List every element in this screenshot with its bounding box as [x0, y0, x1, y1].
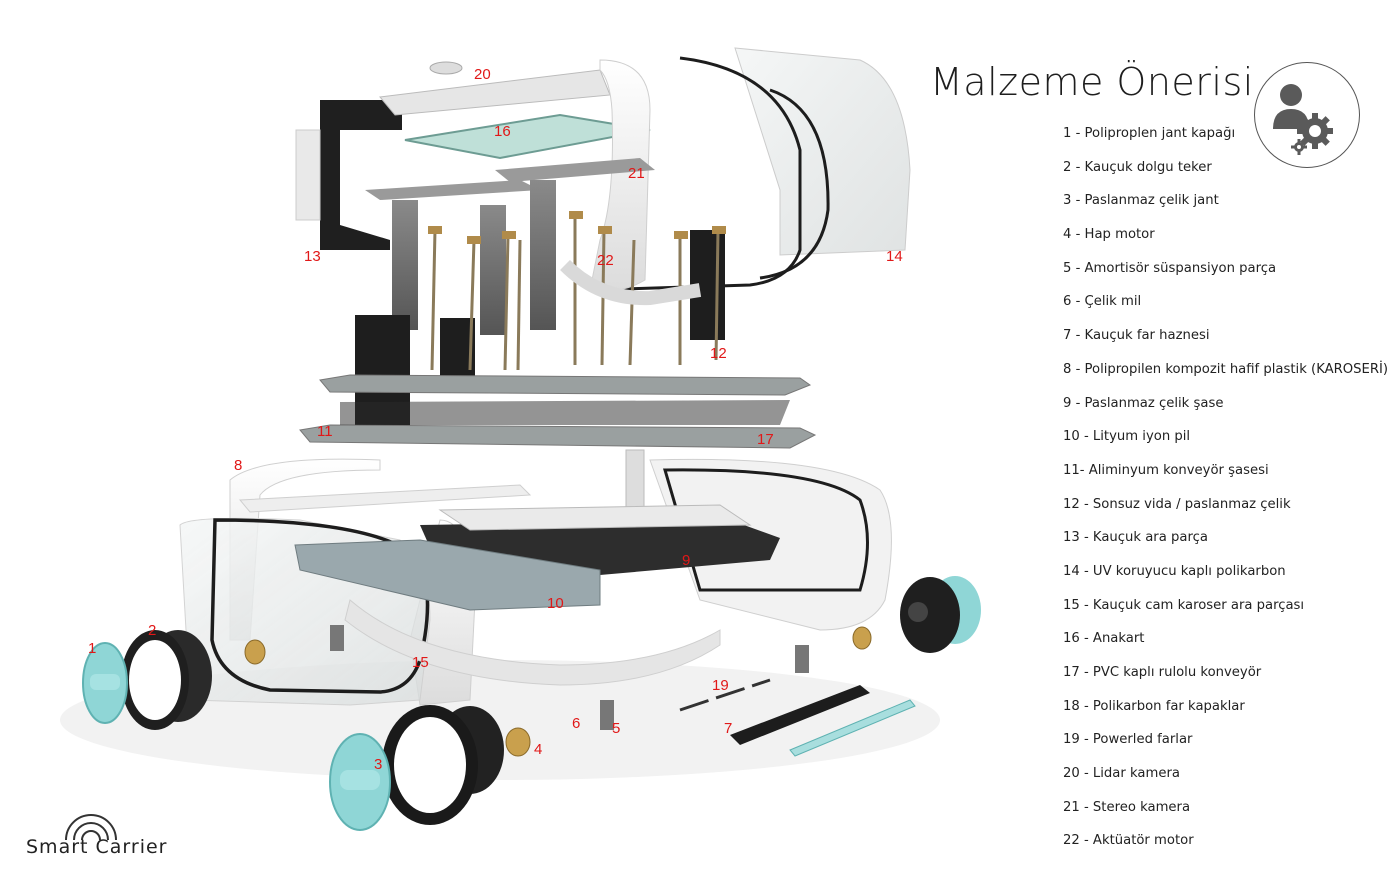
lidar-camera: [429, 61, 463, 75]
legend-item: 4 - Hap motor: [1063, 227, 1155, 243]
user-gear-icon: [1273, 84, 1333, 155]
glass-frame-inner: [759, 88, 830, 280]
upper-tray-1: [365, 180, 540, 200]
legend-item: 1 - Poliproplen jant kapağı: [1063, 126, 1236, 141]
screw-nuts: [428, 211, 726, 244]
lithium-battery: [294, 539, 601, 611]
callout-20: 20: [474, 66, 491, 83]
callout-8: 8: [234, 457, 243, 474]
rubber-spacer-frame: [320, 100, 402, 250]
support-post: [392, 200, 418, 330]
callout-9: 9: [682, 552, 691, 569]
callout-17: 17: [757, 431, 774, 448]
callout-2: 2: [148, 622, 157, 639]
legend-item: 15 - Kauçuk cam karoser ara parçası: [1063, 597, 1305, 613]
legend-item: 19 - Powerled farlar: [1063, 732, 1193, 748]
glass-frame: [589, 56, 802, 292]
conveyor-belt: [340, 400, 790, 425]
wheel-front-right: [329, 705, 504, 831]
legend-item: 7 - Kauçuk far haznesi: [1063, 328, 1210, 344]
callout-11: 11: [317, 423, 333, 440]
callout-3: 3: [374, 756, 383, 773]
callout-13: 13: [304, 248, 321, 265]
legend-item: 17 - PVC kaplı rulolu konveyör: [1063, 665, 1262, 680]
callout-4: 4: [534, 741, 543, 758]
legend-item: 22 - Aktüatör motor: [1063, 833, 1194, 849]
callout-10: 10: [547, 595, 564, 612]
logo-text: Smart Carrier: [26, 836, 168, 858]
legend-item: 11- Aliminyum konveyör şasesi: [1063, 462, 1269, 478]
callout-6: 6: [572, 715, 581, 732]
rear-glass-frame: [663, 468, 869, 592]
legend-item: 9 - Paslanmaz çelik şase: [1063, 395, 1224, 411]
conveyor-rack-lower: [299, 424, 817, 449]
legend-item: 16 - Anakart: [1063, 631, 1145, 647]
callout-16: 16: [494, 123, 511, 140]
lower-cradle: [344, 599, 721, 686]
wheel-rear: [900, 576, 981, 653]
logo-signal-icon: [65, 814, 117, 841]
legend-item: 18 - Polikarbon far kapaklar: [1063, 698, 1245, 714]
side-glass: [295, 129, 321, 221]
hub-motor: [505, 727, 531, 757]
legend-item: 21 - Stereo kamera: [1063, 799, 1191, 815]
callout-14: 14: [886, 248, 903, 265]
legend-list: 1 - Poliproplen jant kapağı 2 - Kauçuk do…: [1063, 124, 1388, 865]
callout-5: 5: [612, 720, 621, 737]
callout-12: 12: [710, 345, 727, 362]
top-lid: [379, 69, 611, 116]
support-post: [530, 180, 556, 330]
callout-22: 22: [597, 252, 614, 269]
suspension-part: [330, 625, 344, 651]
hub-motor: [852, 626, 872, 650]
legend-item: 2 - Kauçuk dolgu teker: [1063, 159, 1212, 175]
rubber-glass-gasket: [210, 518, 430, 694]
callout-21: 21: [628, 165, 645, 182]
upper-tray-2: [495, 158, 655, 182]
callout-1: 1: [88, 640, 97, 657]
legend-item: 14 - UV koruyucu kaplı polikarbon: [1063, 563, 1286, 579]
conveyor-rack-upper: [319, 374, 812, 396]
support-column: [625, 449, 645, 511]
legend-item: 20 - Lidar kamera: [1063, 766, 1180, 782]
callout-15: 15: [412, 654, 429, 671]
legend-item: 13 - Kauçuk ara parça: [1063, 530, 1208, 546]
page-title: Malzeme Önerisi: [930, 60, 1254, 104]
legend-item: 12 - Sonsuz vida / paslanmaz çelik: [1063, 496, 1291, 512]
headlight-housing: [730, 685, 870, 745]
legend-item: 5 - Amortisör süspansiyon parça: [1063, 260, 1277, 276]
badge: [1254, 62, 1360, 168]
suspension-part: [600, 700, 614, 730]
chassis-plate: [438, 504, 752, 531]
suspension-part: [795, 645, 809, 673]
legend-item: 6 - Çelik mil: [1063, 294, 1142, 310]
legend-item: 3 - Paslanmaz çelik jant: [1063, 193, 1219, 209]
power-led-strip: [679, 678, 771, 712]
callout-7: 7: [724, 720, 733, 737]
main-board: [404, 113, 651, 160]
legend-item: 8 - Polipropilen kompozit hafif plastik …: [1063, 361, 1389, 377]
actuator-cradle: [560, 259, 702, 306]
support-post: [480, 205, 506, 335]
body-top-rail: [238, 484, 532, 513]
headlight-cover: [789, 699, 916, 757]
hub-motor: [244, 639, 266, 665]
legend-item: 10 - Lityum iyon pil: [1063, 429, 1191, 445]
callout-19: 19: [712, 677, 729, 694]
wheel-front-left: [82, 630, 212, 730]
